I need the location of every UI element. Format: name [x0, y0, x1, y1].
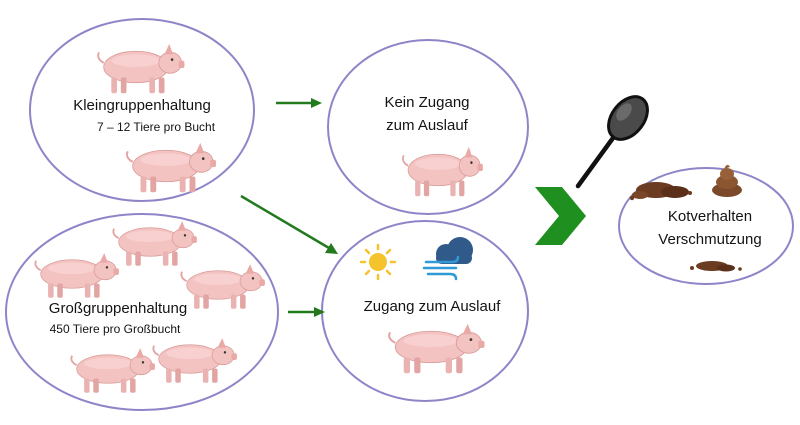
small-group-subtitle: 7 – 12 Tiere pro Bucht	[96, 120, 216, 134]
small-group-title: Kleingruppenhaltung	[73, 97, 211, 114]
chevron-right-icon	[535, 187, 586, 245]
no-access-line2: zum Auslauf	[386, 117, 468, 134]
large-group-title: Großgruppenhaltung	[48, 300, 188, 317]
access-title: Zugang zum Auslauf	[363, 298, 501, 315]
manure-icon	[712, 164, 742, 197]
wind-cloud-icon	[422, 237, 473, 281]
arrow-small-to-access	[240, 194, 338, 254]
arrow-large-to-access	[288, 307, 325, 317]
magnifier-icon	[575, 95, 649, 189]
outcome-line2: Verschmutzung	[658, 231, 762, 248]
outcome-line1: Kotverhalten	[667, 208, 753, 225]
sun-icon	[359, 243, 397, 281]
no-access-line1: Kein Zugang	[384, 94, 470, 111]
manure-icon	[629, 182, 692, 201]
large-group-subtitle: 450 Tiere pro Großbucht	[49, 322, 181, 336]
manure-icon	[690, 261, 742, 272]
arrow-small-to-no-access	[276, 98, 322, 108]
